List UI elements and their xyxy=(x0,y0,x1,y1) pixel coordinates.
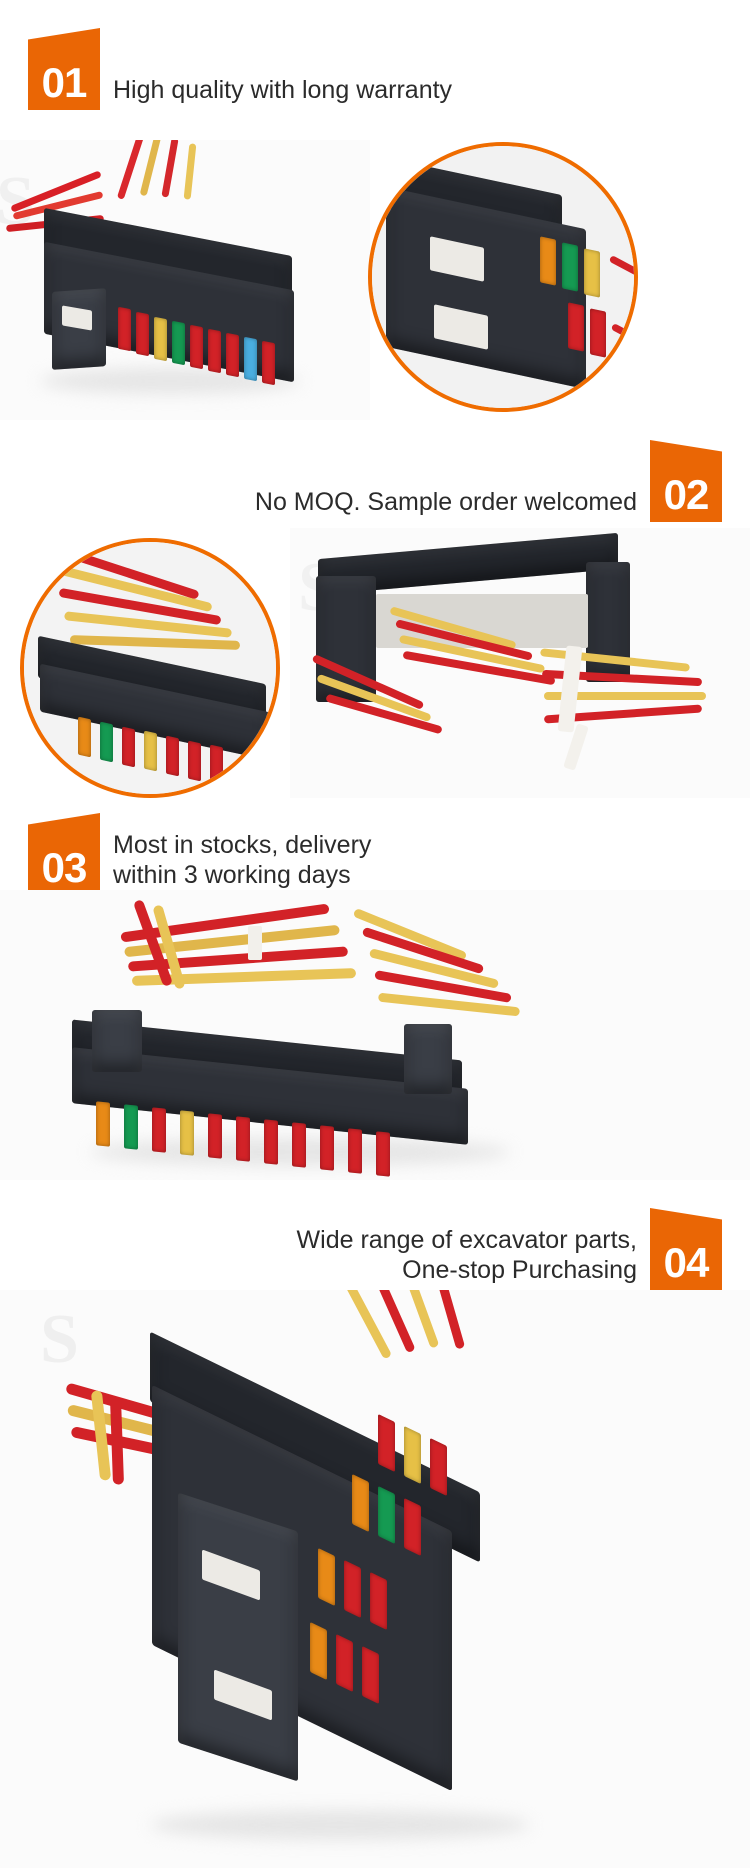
blade-fuse xyxy=(244,336,257,382)
feature-badge-02: 02 xyxy=(650,440,722,522)
photo-02-main: S xyxy=(290,528,750,798)
blade-fuse xyxy=(188,740,201,782)
fusebox-end-cap xyxy=(92,1010,142,1072)
photo-03-main xyxy=(0,890,750,1180)
wire-bundle xyxy=(161,140,179,198)
scene-01-main: S xyxy=(0,140,370,420)
blade-fuse xyxy=(136,311,149,357)
blade-fuse xyxy=(344,1559,361,1619)
scene-01-detail xyxy=(372,146,634,408)
wire-bundle xyxy=(544,692,706,700)
blade-fuse xyxy=(292,1122,306,1168)
photo-01-main: S xyxy=(0,140,370,420)
wire-loop xyxy=(110,1398,124,1485)
feature-number-03: 03 xyxy=(41,844,88,891)
blade-fuse xyxy=(166,735,179,777)
blade-fuse xyxy=(262,340,275,386)
blade-fuse xyxy=(226,332,239,378)
feature-header-02: No MOQ. Sample order welcomed 02 xyxy=(255,440,722,522)
fusebox-face xyxy=(52,288,106,370)
blade-fuse xyxy=(190,324,203,370)
feature-headline-03: Most in stocks, delivery within 3 workin… xyxy=(113,831,372,889)
feature-headline-02: No MOQ. Sample order welcomed xyxy=(254,487,637,516)
blade-fuse xyxy=(336,1633,353,1693)
feature-headline-04: Wide range of excavator parts, One-stop … xyxy=(296,1226,637,1284)
blade-fuse xyxy=(310,1621,327,1681)
blade-fuse xyxy=(210,744,223,786)
scene-04-main: S xyxy=(0,1290,750,1868)
blade-fuse xyxy=(172,320,185,366)
blade-fuse xyxy=(122,726,135,768)
blade-fuse xyxy=(152,1107,166,1153)
blade-fuse xyxy=(180,1110,194,1156)
blade-fuse xyxy=(208,1113,222,1159)
feature-badge-04: 04 xyxy=(650,1208,722,1290)
blade-fuse xyxy=(370,1571,387,1631)
photo-shadow xyxy=(150,1810,530,1840)
feature-number-01: 01 xyxy=(41,59,88,106)
blade-fuse xyxy=(144,730,157,772)
blade-fuse xyxy=(362,1645,379,1705)
wire-bundle xyxy=(610,323,634,348)
blade-fuse xyxy=(208,328,221,374)
scene-03-main xyxy=(0,890,750,1180)
feature-header-01: 01 High quality with long warranty xyxy=(28,28,452,110)
blade-fuse xyxy=(78,716,91,758)
blade-fuse xyxy=(584,248,600,298)
wire-fan xyxy=(327,1290,393,1360)
feature-badge-01: 01 xyxy=(28,28,100,110)
blade-fuse xyxy=(376,1131,390,1177)
blade-fuse xyxy=(404,1497,421,1557)
wire-bundle xyxy=(608,255,634,280)
watermark-bottom-left: S xyxy=(40,1301,79,1378)
photo-02-detail xyxy=(20,538,280,798)
feature-headline-01: High quality with long warranty xyxy=(113,75,453,104)
feature-badge-03: 03 xyxy=(28,813,100,895)
blade-fuse xyxy=(100,721,113,763)
photo-01-detail xyxy=(368,142,638,412)
fusebox-face xyxy=(178,1492,298,1782)
blade-fuse xyxy=(118,306,131,352)
blade-fuse xyxy=(568,302,584,352)
scene-02-main: S xyxy=(290,528,750,798)
blade-fuse xyxy=(348,1128,362,1174)
scene-02-detail xyxy=(24,542,276,794)
blade-fuse xyxy=(96,1101,110,1147)
blade-fuse xyxy=(404,1425,421,1485)
blade-fuse xyxy=(124,1104,138,1150)
blade-fuse xyxy=(352,1473,369,1533)
blade-fuse xyxy=(590,308,606,358)
blade-fuse xyxy=(378,1485,395,1545)
blade-fuse xyxy=(378,1413,395,1473)
blade-fuse xyxy=(562,242,578,292)
blade-fuse xyxy=(264,1119,278,1165)
blade-fuse xyxy=(154,316,167,362)
blade-fuse xyxy=(540,236,556,286)
feature-header-04: Wide range of excavator parts, One-stop … xyxy=(297,1208,722,1290)
fusebox-end-cap xyxy=(404,1024,452,1094)
blade-fuse xyxy=(318,1547,335,1607)
feature-number-02: 02 xyxy=(663,471,710,518)
blade-fuse xyxy=(236,1116,250,1162)
blade-fuse xyxy=(320,1125,334,1171)
feature-number-04: 04 xyxy=(663,1239,710,1286)
blade-fuse xyxy=(430,1437,447,1497)
wire-bundle xyxy=(183,143,197,200)
photo-04-main: S xyxy=(0,1290,750,1868)
cable-tie xyxy=(248,926,262,960)
feature-header-03: 03 Most in stocks, delivery within 3 wor… xyxy=(28,813,371,895)
wire-bundle xyxy=(139,140,163,197)
